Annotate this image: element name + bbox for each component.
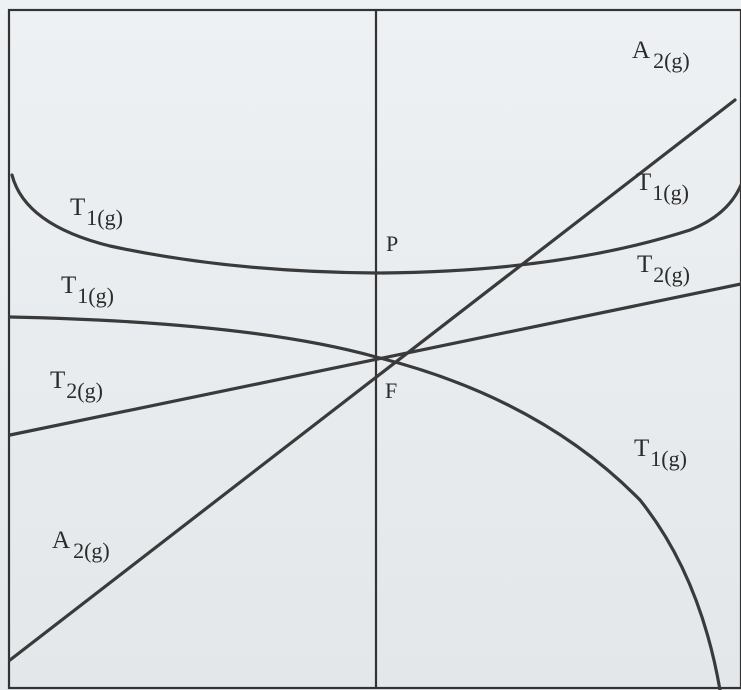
label-t1g-top-right: T1(g)	[636, 169, 689, 205]
point-f-label: F	[385, 378, 397, 403]
label-t1g-left: T1(g)	[61, 272, 114, 308]
label-t2g-left: T2(g)	[50, 367, 103, 403]
label-t1g-bottom-right: T1(g)	[634, 435, 687, 471]
t1g-lower-curve	[8, 315, 722, 690]
a2g-line	[8, 98, 737, 662]
label-t1g-top-left: T1(g)	[70, 194, 123, 230]
t1g-upper-curve	[10, 173, 741, 275]
point-p-label: P	[386, 231, 398, 256]
t2g-line	[8, 282, 741, 437]
label-t2g-right: T2(g)	[637, 251, 690, 287]
